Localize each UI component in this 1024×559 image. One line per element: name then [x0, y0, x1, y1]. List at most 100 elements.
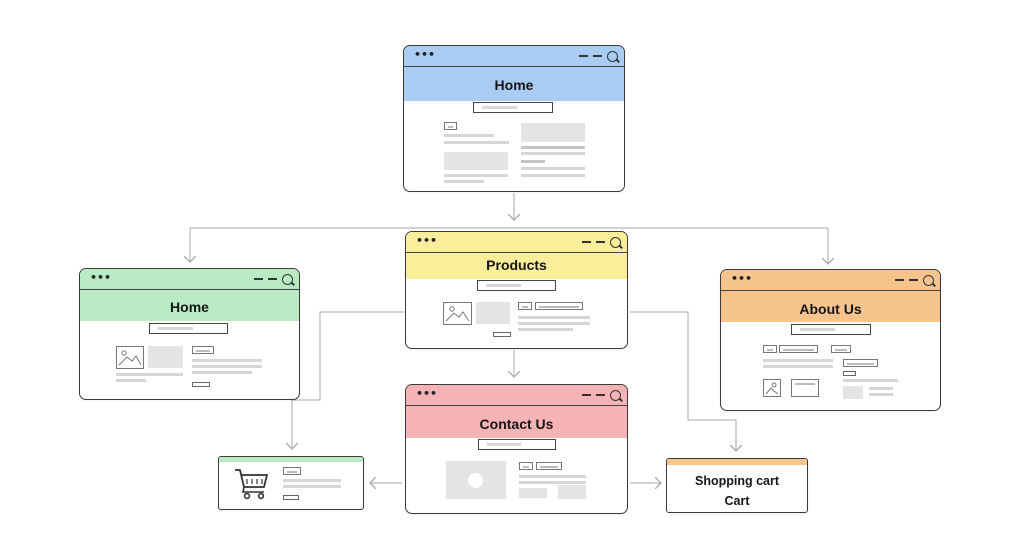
tag — [779, 345, 818, 353]
minimize-icon — [895, 279, 904, 281]
text-line — [444, 174, 508, 177]
page-title: Contact Us — [479, 416, 554, 432]
card-header: ••• Contact Us — [406, 385, 627, 438]
cart-thumbnail[interactable] — [218, 456, 364, 510]
page-card-about[interactable]: ••• About Us — [720, 269, 941, 411]
page-card-home-left[interactable]: ••• Home — [79, 268, 300, 400]
arrow-to-cart-thumb — [292, 311, 404, 449]
minimize-icon — [582, 241, 591, 243]
page-title: Home — [494, 77, 534, 93]
small-button[interactable] — [493, 332, 511, 337]
text-line — [116, 379, 146, 382]
small-button[interactable] — [843, 371, 856, 376]
small-button[interactable] — [192, 382, 210, 387]
text-line — [519, 475, 586, 478]
content-block — [519, 488, 547, 498]
play-circle-icon — [468, 473, 483, 488]
text-line — [192, 359, 262, 362]
cart-title-line1: Shopping cart — [694, 474, 780, 488]
text-line — [444, 134, 494, 137]
card-header — [667, 459, 807, 465]
text-line — [444, 141, 509, 144]
text-line — [116, 373, 183, 376]
card-header: ••• About Us — [721, 270, 940, 322]
page-card-contact[interactable]: ••• Contact Us — [405, 384, 628, 514]
text-line — [521, 167, 585, 170]
tag — [763, 345, 777, 353]
text-line — [843, 379, 898, 382]
page-title: Home — [170, 299, 209, 315]
tag — [791, 379, 819, 397]
tag — [519, 462, 533, 470]
image-placeholder-icon — [763, 379, 781, 397]
text-line — [519, 481, 586, 484]
shopping-cart-card[interactable]: Shopping cart Cart — [666, 458, 808, 513]
content-block — [843, 386, 863, 399]
text-line — [518, 322, 590, 325]
tag — [843, 359, 878, 367]
text-line — [283, 479, 341, 482]
maximize-icon — [268, 278, 277, 280]
image-placeholder-icon — [116, 346, 144, 369]
minimize-icon — [582, 394, 591, 396]
search-input[interactable] — [149, 323, 228, 334]
card-header — [219, 457, 363, 462]
text-line — [518, 316, 590, 319]
search-input[interactable] — [478, 439, 556, 450]
window-dots-icon: ••• — [731, 272, 753, 285]
text-line — [192, 365, 262, 368]
search-icon — [923, 274, 934, 286]
search-icon — [607, 50, 618, 62]
maximize-icon — [909, 279, 918, 281]
text-line — [869, 393, 893, 396]
tag — [283, 467, 301, 475]
content-block — [148, 346, 183, 368]
page-card-home-top[interactable]: ••• Home — [403, 45, 625, 192]
maximize-icon — [596, 394, 605, 396]
maximize-icon — [596, 241, 605, 243]
maximize-icon — [593, 55, 602, 57]
tag — [831, 345, 851, 353]
search-icon — [282, 273, 293, 285]
content-block — [444, 152, 508, 170]
page-title: Products — [486, 257, 547, 273]
search-icon — [610, 389, 621, 401]
content-block — [476, 302, 510, 324]
page-card-products[interactable]: ••• Products — [405, 231, 628, 349]
video-placeholder — [446, 461, 506, 499]
window-dots-icon: ••• — [416, 234, 438, 247]
card-header: ••• Home — [404, 46, 624, 101]
image-placeholder-icon — [443, 302, 472, 325]
search-input[interactable] — [791, 324, 871, 335]
tag — [518, 302, 532, 310]
text-line — [521, 152, 585, 155]
text-line — [763, 359, 833, 362]
tag — [444, 122, 457, 130]
arrow-to-shopping-cart — [630, 311, 736, 451]
text-line — [518, 328, 573, 331]
minimize-icon — [254, 278, 263, 280]
text-line — [763, 365, 833, 368]
image-block — [521, 123, 585, 142]
text-line — [283, 485, 341, 488]
tag — [536, 462, 562, 470]
tag — [535, 302, 583, 310]
text-line — [444, 180, 484, 183]
search-input[interactable] — [477, 280, 556, 291]
window-dots-icon: ••• — [90, 271, 112, 284]
page-title: About Us — [799, 301, 862, 317]
text-line — [869, 387, 893, 390]
window-dots-icon: ••• — [414, 48, 436, 61]
card-header: ••• Products — [406, 232, 627, 279]
text-line — [192, 371, 252, 374]
minimize-icon — [579, 55, 588, 57]
cart-title-line2: Cart — [724, 494, 750, 508]
search-input[interactable] — [473, 102, 553, 113]
search-icon — [610, 236, 621, 248]
content-block — [558, 485, 586, 499]
small-button[interactable] — [283, 495, 299, 500]
tag — [192, 346, 214, 354]
text-line — [521, 160, 545, 163]
